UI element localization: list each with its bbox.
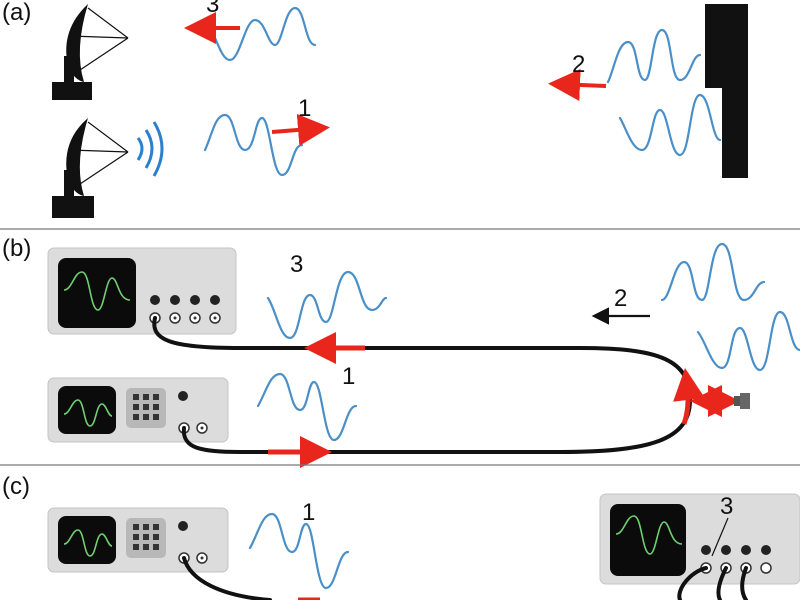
label-2-b: 2 xyxy=(614,285,627,312)
arrow-1-a xyxy=(271,113,330,146)
label-2-a: 2 xyxy=(572,51,585,78)
label-1-c: 1 xyxy=(302,499,315,526)
signal-waves-icon xyxy=(136,121,164,177)
wave-1-c xyxy=(248,512,350,590)
connector-row-upper-icon xyxy=(150,295,220,305)
panel-a: (a) 3 1 xyxy=(2,0,748,218)
cable-c xyxy=(182,556,272,600)
wave-2-upper xyxy=(606,28,702,84)
wave-2-lower xyxy=(618,93,722,157)
pulse-generator-c xyxy=(47,507,229,573)
arrow-2-a xyxy=(548,68,607,101)
wave-2-b-upper xyxy=(660,242,766,302)
leader-line-3-c xyxy=(711,517,729,557)
panel-a-label: (a) xyxy=(2,0,31,26)
pulse-generator-b xyxy=(47,377,229,443)
label-3-b: 3 xyxy=(290,251,303,278)
panel-b: (b) xyxy=(2,235,800,468)
wave-2-b-lower xyxy=(696,310,800,372)
dish-antenna-lower-icon xyxy=(52,118,129,218)
cable-c-scope xyxy=(677,566,748,600)
panel-c: (c) 1 xyxy=(2,473,800,600)
cable-loop-b xyxy=(152,316,693,454)
label-1-b: 1 xyxy=(342,363,355,390)
panel-c-label: (c) xyxy=(2,473,30,500)
wave-3-b xyxy=(266,270,388,340)
oscilloscope-upper xyxy=(47,247,237,335)
wave-1-a xyxy=(203,113,304,177)
scope-screen xyxy=(58,258,136,328)
reflector-wall xyxy=(705,4,748,178)
probe-connector-icon xyxy=(734,393,750,409)
label-3-a: 3 xyxy=(206,0,219,18)
panel-b-label: (b) xyxy=(2,235,31,262)
label-1-a: 1 xyxy=(298,95,311,122)
label-3-c: 3 xyxy=(720,493,733,520)
wave-1-b xyxy=(256,372,358,442)
dish-antenna-upper-icon xyxy=(52,4,129,100)
wave-3-upper xyxy=(203,6,317,62)
